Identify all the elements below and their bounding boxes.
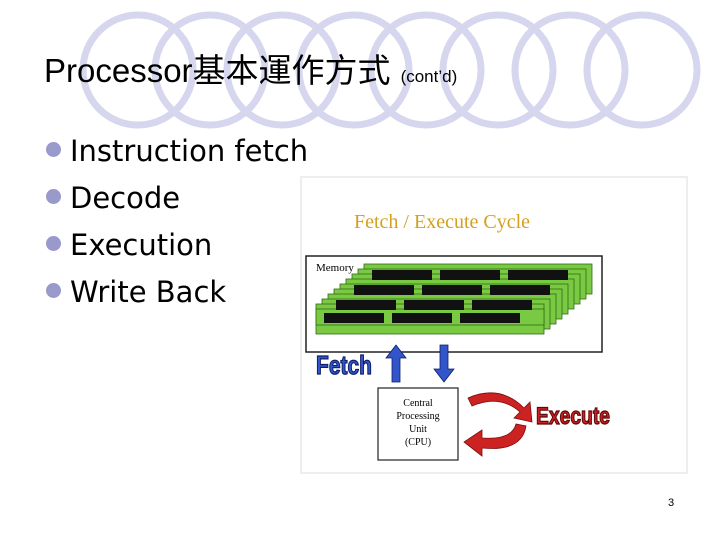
cycle-arrows-icon (463, 392, 533, 457)
bullet-item: Write Back (46, 269, 308, 316)
title-text: Processor基本運作方式 (44, 52, 391, 89)
bullet-text: Instruction fetch (70, 134, 309, 168)
bullet-text: Write Back (70, 275, 227, 309)
fetch-execute-diagram: Fetch / Execute Cycle Memory Fetch (300, 176, 688, 474)
bullet-dot-icon (46, 236, 61, 251)
diagram-heading: Fetch / Execute Cycle (354, 211, 530, 233)
bullet-dot-icon (46, 189, 61, 204)
bullet-item: Instruction fetch (46, 128, 308, 175)
memory-label: Memory (316, 262, 354, 274)
execute-label: Execute (536, 403, 610, 430)
fetch-label: Fetch (316, 350, 372, 380)
title-suffix: (cont’d) (400, 67, 458, 86)
arrow-down-icon (433, 344, 455, 383)
cpu-label-line: Central (403, 398, 433, 409)
arrow-up-icon (385, 344, 407, 383)
memory-modules (315, 263, 593, 335)
decorative-rings (79, 11, 701, 129)
bullet-dot-icon (46, 283, 61, 298)
slide-title: Processor基本運作方式 (cont’d) (44, 44, 457, 92)
bullet-item: Execution (46, 222, 308, 269)
bullet-item: Decode (46, 175, 308, 222)
cpu-label-line: Processing (396, 411, 439, 422)
cpu-box (377, 387, 459, 461)
bullet-dot-icon (46, 142, 61, 157)
cpu-label-line: Unit (409, 424, 427, 435)
bullet-list: Instruction fetch Decode Execution Write… (46, 128, 308, 316)
page-number: 3 (668, 497, 675, 509)
cpu-label-line: (CPU) (405, 437, 431, 448)
bullet-text: Decode (70, 181, 181, 215)
bullet-text: Execution (70, 228, 213, 262)
